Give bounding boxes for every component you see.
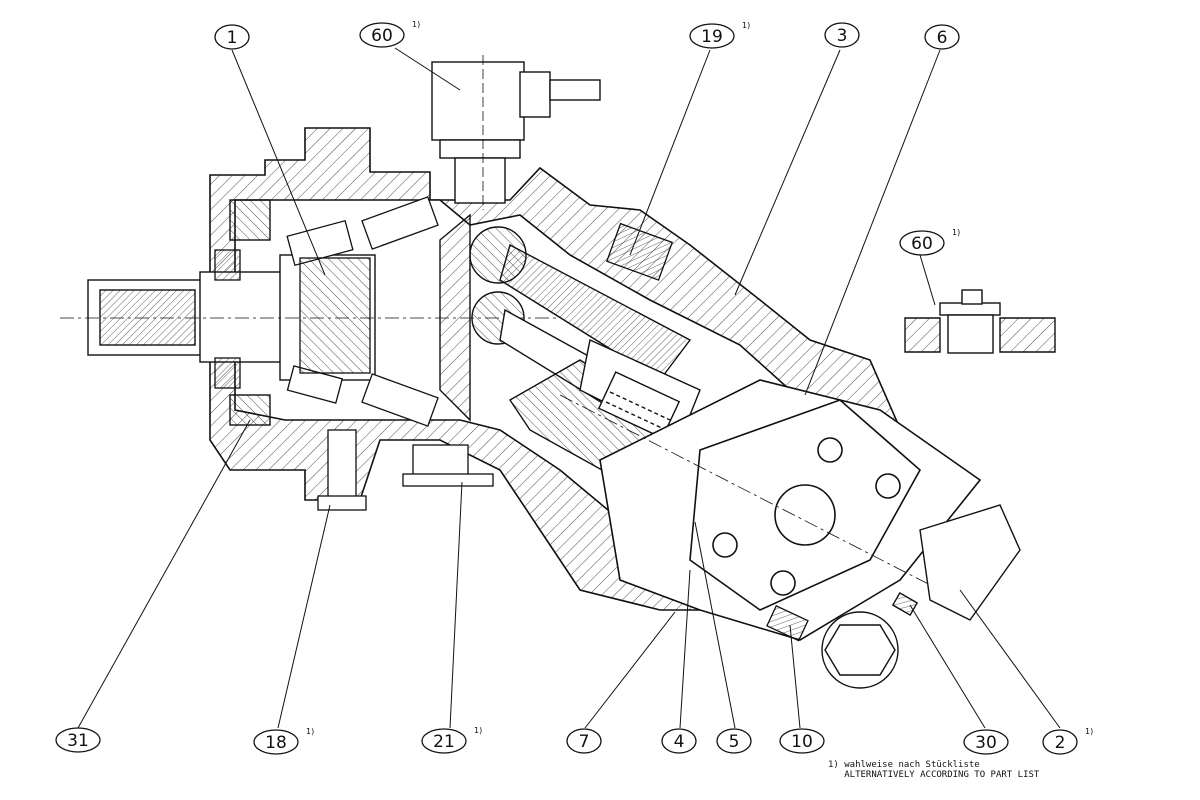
balloon-label: 21	[433, 732, 455, 752]
balloon-60: 60 1)	[359, 20, 420, 48]
balloon-label: 5	[729, 732, 740, 752]
balloon-label: 60	[911, 234, 933, 254]
balloon-footnote-mark: 1)	[474, 726, 482, 735]
balloon-outline	[716, 728, 752, 754]
balloon-label: 19	[701, 27, 723, 47]
balloon-3: 3	[824, 22, 860, 48]
balloon-label: 2	[1055, 733, 1066, 753]
footnote-line-1: 1) wahlweise nach Stückliste	[828, 760, 980, 770]
balloon-outline	[899, 230, 945, 256]
balloon-18: 18 1)	[253, 727, 314, 755]
balloon-outline	[824, 22, 860, 48]
balloon-label: 30	[975, 733, 997, 753]
balloon-footnote-mark: 1)	[306, 727, 314, 736]
balloon-footnote-mark: 1)	[412, 20, 420, 29]
balloon-footnote-mark: 1)	[952, 228, 960, 237]
balloon-60: 60 1)	[899, 228, 960, 256]
balloon-outline	[1042, 729, 1078, 755]
balloon-outline	[253, 729, 299, 755]
footnote: 1) wahlweise nach Stückliste ALTERNATIVE…	[828, 760, 1039, 780]
balloon-30: 30	[963, 729, 1009, 755]
balloon-5: 5	[716, 728, 752, 754]
leader-lines	[77, 47, 1061, 729]
balloon-label: 31	[67, 731, 89, 751]
balloon-outline	[963, 729, 1009, 755]
balloon-label: 1	[227, 28, 238, 48]
balloon-label: 10	[791, 732, 813, 752]
balloon-outline	[214, 24, 250, 50]
sensor-connector	[431, 55, 601, 210]
item-balloons: 1 60 1) 19 1) 3 6 60 1) 31 18 1) 21 1) 7 4 5 10 30 2 1)	[55, 20, 1093, 755]
balloon-label: 7	[579, 732, 590, 752]
balloon-outline	[359, 22, 405, 48]
balloon-6: 6	[924, 24, 960, 50]
balloon-outline	[55, 727, 101, 753]
balloon-label: 60	[371, 26, 393, 46]
balloon-footnote-mark: 1)	[742, 21, 750, 30]
port-plate	[559, 379, 982, 641]
balloon-outline	[566, 728, 602, 754]
pressure-port	[821, 504, 1021, 689]
balloon-10: 10	[779, 728, 825, 754]
balloon-label: 4	[674, 732, 685, 752]
balloon-7: 7	[566, 728, 602, 754]
balloon-1: 1	[214, 24, 250, 50]
balloon-2: 2 1)	[1042, 727, 1093, 755]
balloon-outline	[421, 728, 467, 754]
balloon-footnote-mark: 1)	[1085, 727, 1093, 736]
balloon-outline	[924, 24, 960, 50]
detail-view-60	[904, 289, 1056, 354]
balloon-21: 21 1)	[421, 726, 482, 754]
plugs	[317, 222, 809, 642]
balloon-label: 3	[837, 26, 848, 46]
footnote-line-2: ALTERNATIVELY ACCORDING TO PART LIST	[828, 770, 1040, 780]
balloon-4: 4	[661, 728, 697, 754]
balloon-19: 19 1)	[689, 21, 750, 49]
balloon-31: 31	[55, 727, 101, 753]
bearings	[214, 196, 439, 427]
balloon-label: 6	[937, 28, 948, 48]
balloon-label: 18	[265, 733, 287, 753]
spring-coil	[597, 371, 681, 439]
balloon-outline	[689, 23, 735, 49]
balloon-outline	[779, 728, 825, 754]
balloon-outline	[661, 728, 697, 754]
